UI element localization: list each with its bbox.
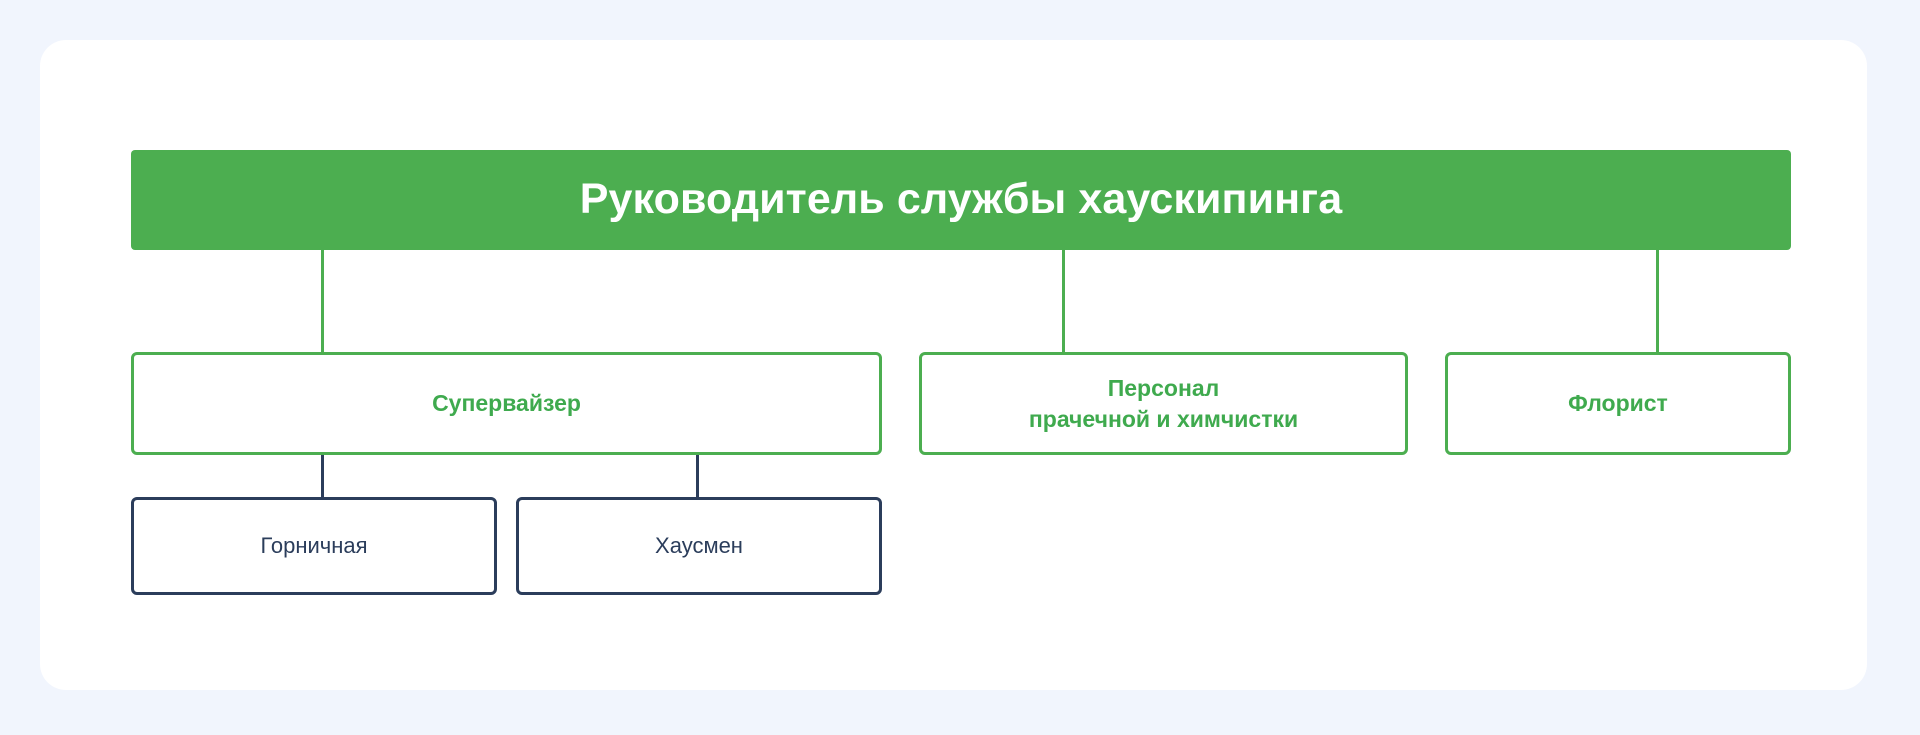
connector-supervisor-to-houseman	[696, 455, 699, 497]
connector-root-to-laundry	[1062, 250, 1065, 352]
node-maid[interactable]: Горничная	[131, 497, 497, 595]
node-label-houseman: Хаусмен	[655, 532, 743, 558]
node-label-laundry-and-drycleaning-staff: Персонал прачечной и химчистки	[1029, 373, 1298, 434]
node-label-laundry-line-1: Персонал	[1107, 374, 1220, 401]
node-label-maid: Горничная	[260, 532, 368, 558]
node-houseman[interactable]: Хаусмен	[516, 497, 882, 595]
org-chart: Руководитель службы хаускипинга Супервай…	[40, 40, 1867, 690]
node-head-of-housekeeping[interactable]: Руководитель службы хаускипинга	[131, 150, 1791, 250]
node-label-head-of-housekeeping: Руководитель службы хаускипинга	[579, 175, 1343, 224]
node-label-laundry-line-2: прачечной и химчистки	[1028, 405, 1299, 432]
connector-supervisor-to-maid	[321, 455, 324, 497]
node-label-florist: Флорист	[1568, 390, 1668, 417]
node-laundry-and-drycleaning-staff[interactable]: Персонал прачечной и химчистки	[919, 352, 1408, 455]
chart-card: Руководитель службы хаускипинга Супервай…	[40, 40, 1867, 690]
node-supervisor[interactable]: Супервайзер	[131, 352, 882, 455]
connector-root-to-florist	[1656, 250, 1659, 352]
node-florist[interactable]: Флорист	[1445, 352, 1791, 455]
connector-root-to-supervisor	[321, 250, 324, 352]
node-label-supervisor: Супервайзер	[432, 390, 581, 417]
